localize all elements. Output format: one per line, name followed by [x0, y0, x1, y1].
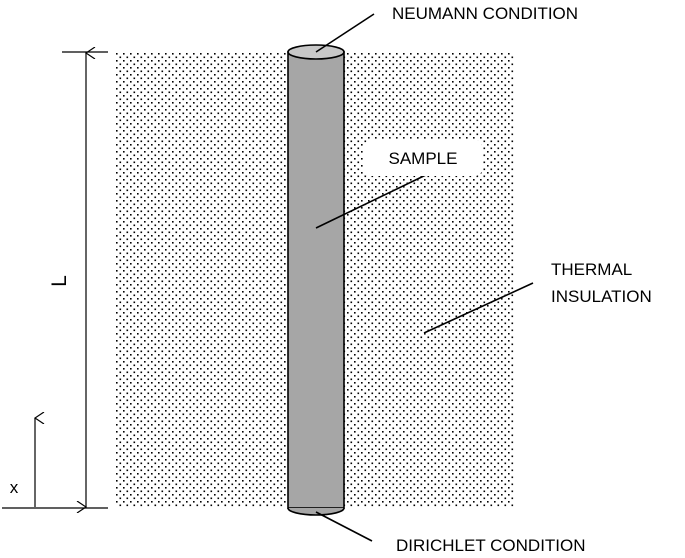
insulation-label-line1: THERMAL [551, 260, 632, 279]
dirichlet-leader-line [315, 511, 373, 542]
sample-cylinder-bottom [287, 507, 345, 516]
neumann-leader-line [315, 13, 375, 53]
insulation-leader-line [423, 282, 534, 334]
neumann-condition-label: NEUMANN CONDITION [392, 4, 578, 23]
length-symbol-label: L [48, 275, 71, 287]
position-symbol-label: x [10, 478, 19, 497]
sample-label: SAMPLE [389, 149, 458, 168]
insulation-label-line2: INSULATION [551, 287, 652, 306]
sample-label-box [364, 140, 482, 176]
sample-cylinder-body [287, 51, 345, 509]
dirichlet-condition-label: DIRICHLET CONDITION [396, 536, 586, 555]
sample-leader-line [315, 172, 431, 229]
